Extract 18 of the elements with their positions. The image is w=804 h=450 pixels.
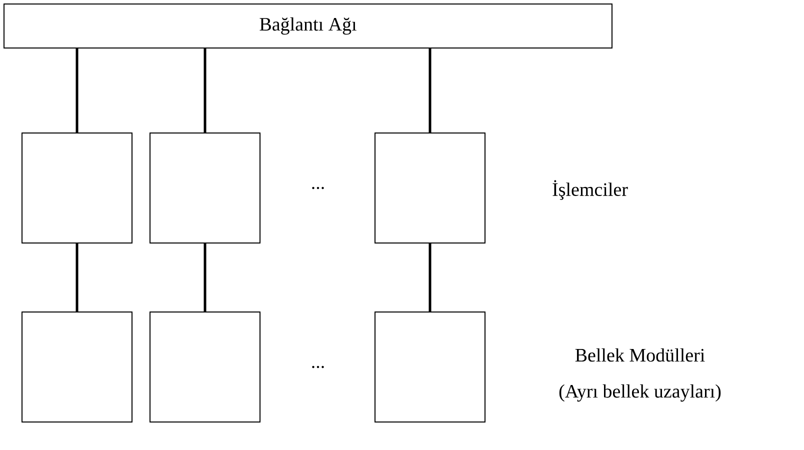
connector-line: [204, 244, 206, 312]
row-note: (Ayrı bellek uzayları): [559, 384, 721, 402]
connector-line: [428, 244, 432, 312]
ellipsis: ...: [312, 186, 324, 190]
connector-line: [76, 244, 78, 312]
row-label: İşlemciler: [552, 180, 628, 200]
module-box: [22, 132, 132, 244]
ellipsis: ...: [312, 366, 324, 368]
module-box: [150, 132, 260, 244]
module-box: [374, 312, 486, 422]
module-box: [374, 132, 486, 244]
connector-line: [428, 48, 432, 132]
module-box: [22, 312, 132, 422]
row-label: Bellek Modülleri: [575, 348, 705, 362]
connector-line: [204, 48, 206, 132]
connector-line: [76, 48, 78, 132]
module-box: [150, 312, 260, 422]
network-box: Bağlantı Ağı: [4, 4, 612, 48]
